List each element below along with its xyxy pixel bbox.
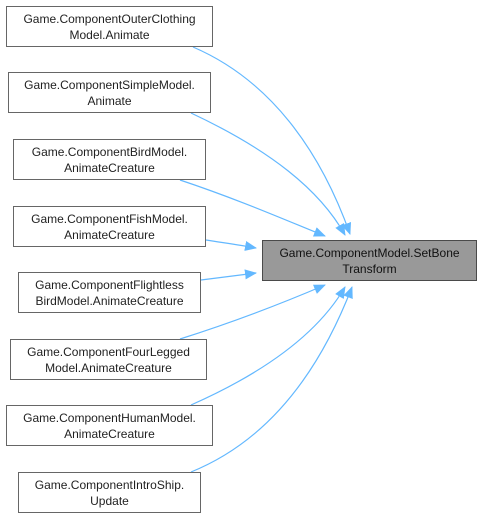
edge-outer-clothing xyxy=(192,46,352,235)
node-intro-ship-update[interactable]: Game.ComponentIntroShip. Update xyxy=(18,472,201,513)
target-label-line2: Transform xyxy=(342,261,397,276)
node-target-set-bone-transform: Game.ComponentModel.SetBone Transform xyxy=(262,240,477,281)
node-human-model-animate-creature[interactable]: Game.ComponentHumanModel. AnimateCreatur… xyxy=(6,405,213,446)
node-label-line2: Update xyxy=(90,493,129,508)
node-label-line1: Game.ComponentOuterClothing xyxy=(23,11,196,26)
edge-fish-model xyxy=(205,239,257,251)
edge-human-model xyxy=(190,286,346,406)
node-label-line2: BirdModel.AnimateCreature xyxy=(35,293,184,308)
node-label-line2: AnimateCreature xyxy=(64,160,155,175)
node-label-line1: Game.ComponentHumanModel. xyxy=(23,410,196,425)
edge-intro-ship xyxy=(190,286,353,473)
edge-simple-model xyxy=(190,112,346,236)
node-bird-model-animate-creature[interactable]: Game.ComponentBirdModel. AnimateCreature xyxy=(13,139,206,180)
node-label-line1: Game.ComponentFishModel. xyxy=(31,211,188,226)
edge-bird-model xyxy=(179,179,326,237)
node-label-line2: Model.AnimateCreature xyxy=(45,360,172,375)
node-label-line2: Animate xyxy=(87,93,132,108)
node-flightless-bird-model-animate-creature[interactable]: Game.ComponentFlightless BirdModel.Anima… xyxy=(18,272,201,313)
node-four-legged-model-animate-creature[interactable]: Game.ComponentFourLegged Model.AnimateCr… xyxy=(10,339,207,380)
node-simple-model-animate[interactable]: Game.ComponentSimpleModel. Animate xyxy=(8,72,211,113)
node-fish-model-animate-creature[interactable]: Game.ComponentFishModel. AnimateCreature xyxy=(13,206,206,247)
node-label-line2: AnimateCreature xyxy=(64,227,155,242)
edge-four-legged-model xyxy=(179,284,326,340)
node-label-line1: Game.ComponentBirdModel. xyxy=(31,144,188,159)
node-label-line1: Game.ComponentFourLegged xyxy=(27,344,190,359)
target-label-line1: Game.ComponentModel.SetBone xyxy=(279,245,460,260)
node-label-line1: Game.ComponentIntroShip. xyxy=(34,477,185,492)
node-outer-clothing-model-animate[interactable]: Game.ComponentOuterClothing Model.Animat… xyxy=(6,6,213,47)
node-label-line1: Game.ComponentSimpleModel. xyxy=(24,77,195,92)
edge-flightless-bird-model xyxy=(200,269,257,281)
node-label-line1: Game.ComponentFlightless xyxy=(35,277,184,292)
node-label-line2: Model.Animate xyxy=(69,27,150,42)
node-label-line2: AnimateCreature xyxy=(64,426,155,441)
